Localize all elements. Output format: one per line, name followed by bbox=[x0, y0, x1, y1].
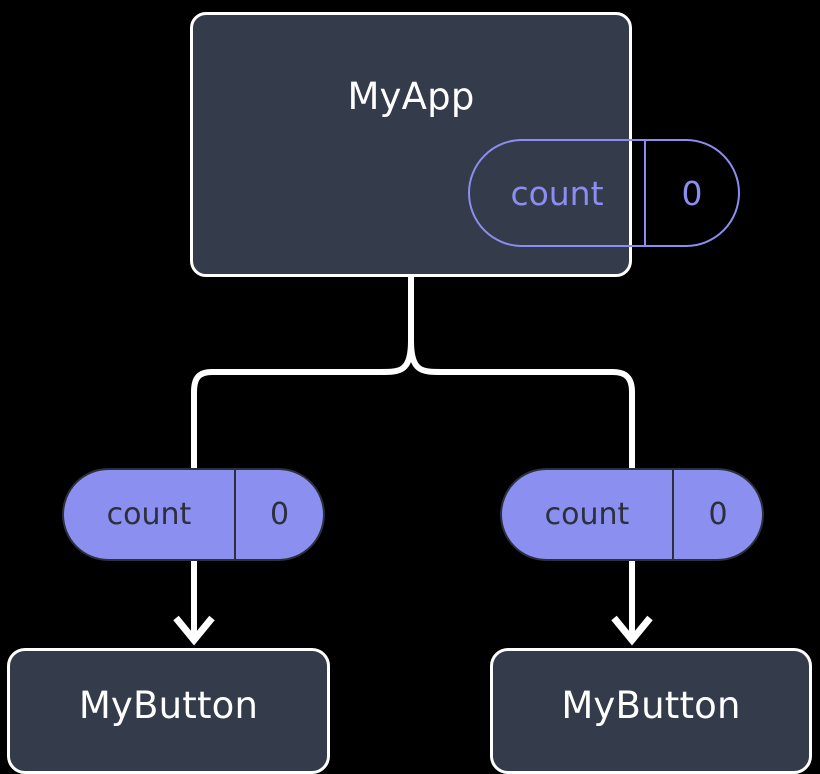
state-pill-root-value: 0 bbox=[681, 173, 703, 213]
component-node-mybutton-right[interactable]: MyButton bbox=[490, 648, 812, 774]
prop-pill-left-key: count bbox=[64, 470, 236, 559]
component-node-mybutton-right-label: MyButton bbox=[561, 684, 741, 727]
component-node-mybutton-left[interactable]: MyButton bbox=[7, 648, 330, 774]
edge-fork-right bbox=[408, 340, 635, 470]
component-node-myapp-label: MyApp bbox=[347, 75, 475, 118]
prop-pill-left-value: 0 bbox=[269, 497, 290, 532]
component-node-mybutton-left-label: MyButton bbox=[78, 684, 259, 727]
state-pill-root-count[interactable]: count 0 bbox=[468, 139, 740, 247]
prop-pill-right-key: count bbox=[502, 470, 674, 559]
prop-pill-left-count[interactable]: count 0 bbox=[62, 468, 325, 561]
arrow-head-down-left-icon bbox=[173, 615, 215, 646]
edge-fork-left bbox=[191, 340, 414, 470]
prop-pill-right-value: 0 bbox=[708, 497, 728, 532]
component-node-myapp[interactable]: MyApp count 0 bbox=[190, 12, 740, 277]
state-pill-root-key: count bbox=[470, 141, 646, 245]
prop-pill-right-count[interactable]: count 0 bbox=[500, 468, 764, 561]
arrow-head-down-right-icon bbox=[611, 615, 653, 646]
